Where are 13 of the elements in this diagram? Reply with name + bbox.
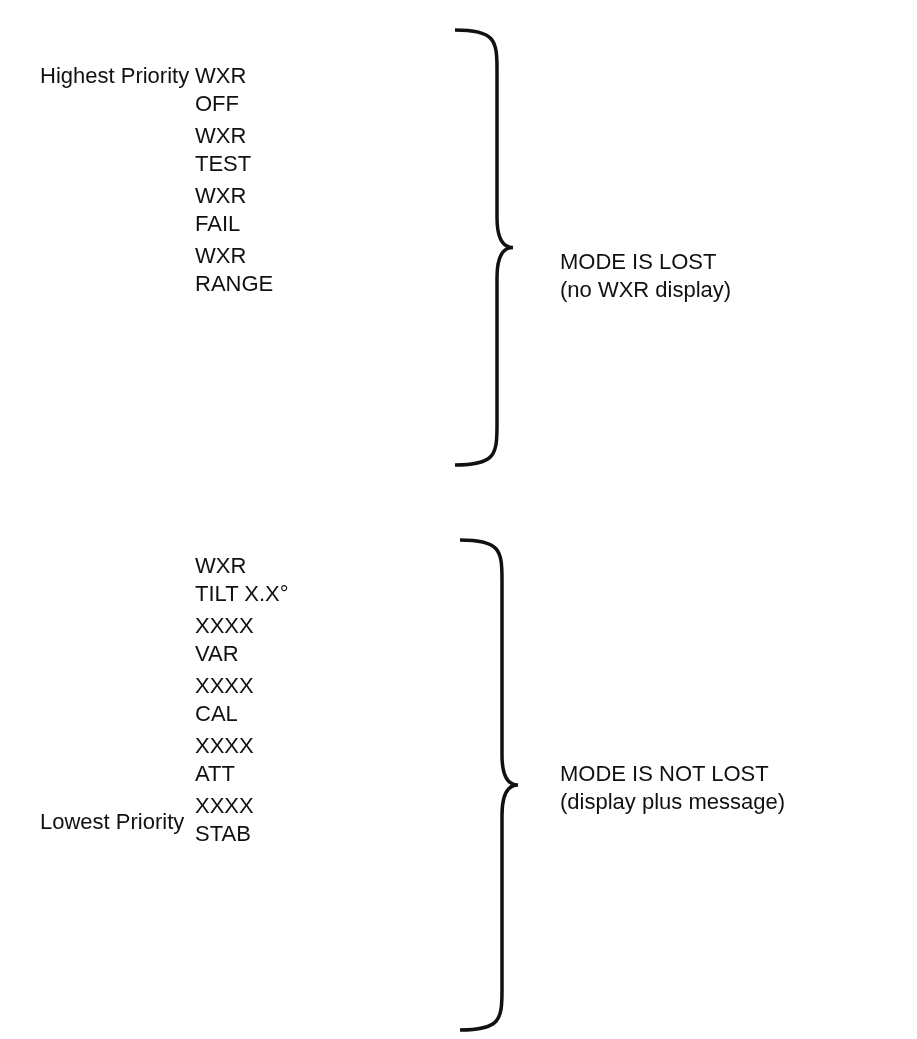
message-text: WXR RANGE (195, 242, 274, 298)
message-text: XXXX CAL (195, 672, 254, 728)
message-text: XXXX STAB (195, 792, 254, 848)
message-text: XXXX ATT (195, 732, 254, 788)
mode-note: MODE IS NOT LOST (display plus message) (560, 760, 785, 816)
mode-note: MODE IS LOST (no WXR display) (560, 248, 732, 304)
message-text: XXXX VAR (195, 612, 254, 668)
message-text: WXR TEST (195, 122, 252, 178)
message-text: WXR FAIL (195, 182, 247, 238)
message-text: WXR TILT X.X° (195, 552, 289, 608)
message-text: WXR OFF (195, 62, 247, 118)
priority-label: Lowest Priority (40, 808, 185, 836)
priority-label: Highest Priority (40, 62, 190, 90)
